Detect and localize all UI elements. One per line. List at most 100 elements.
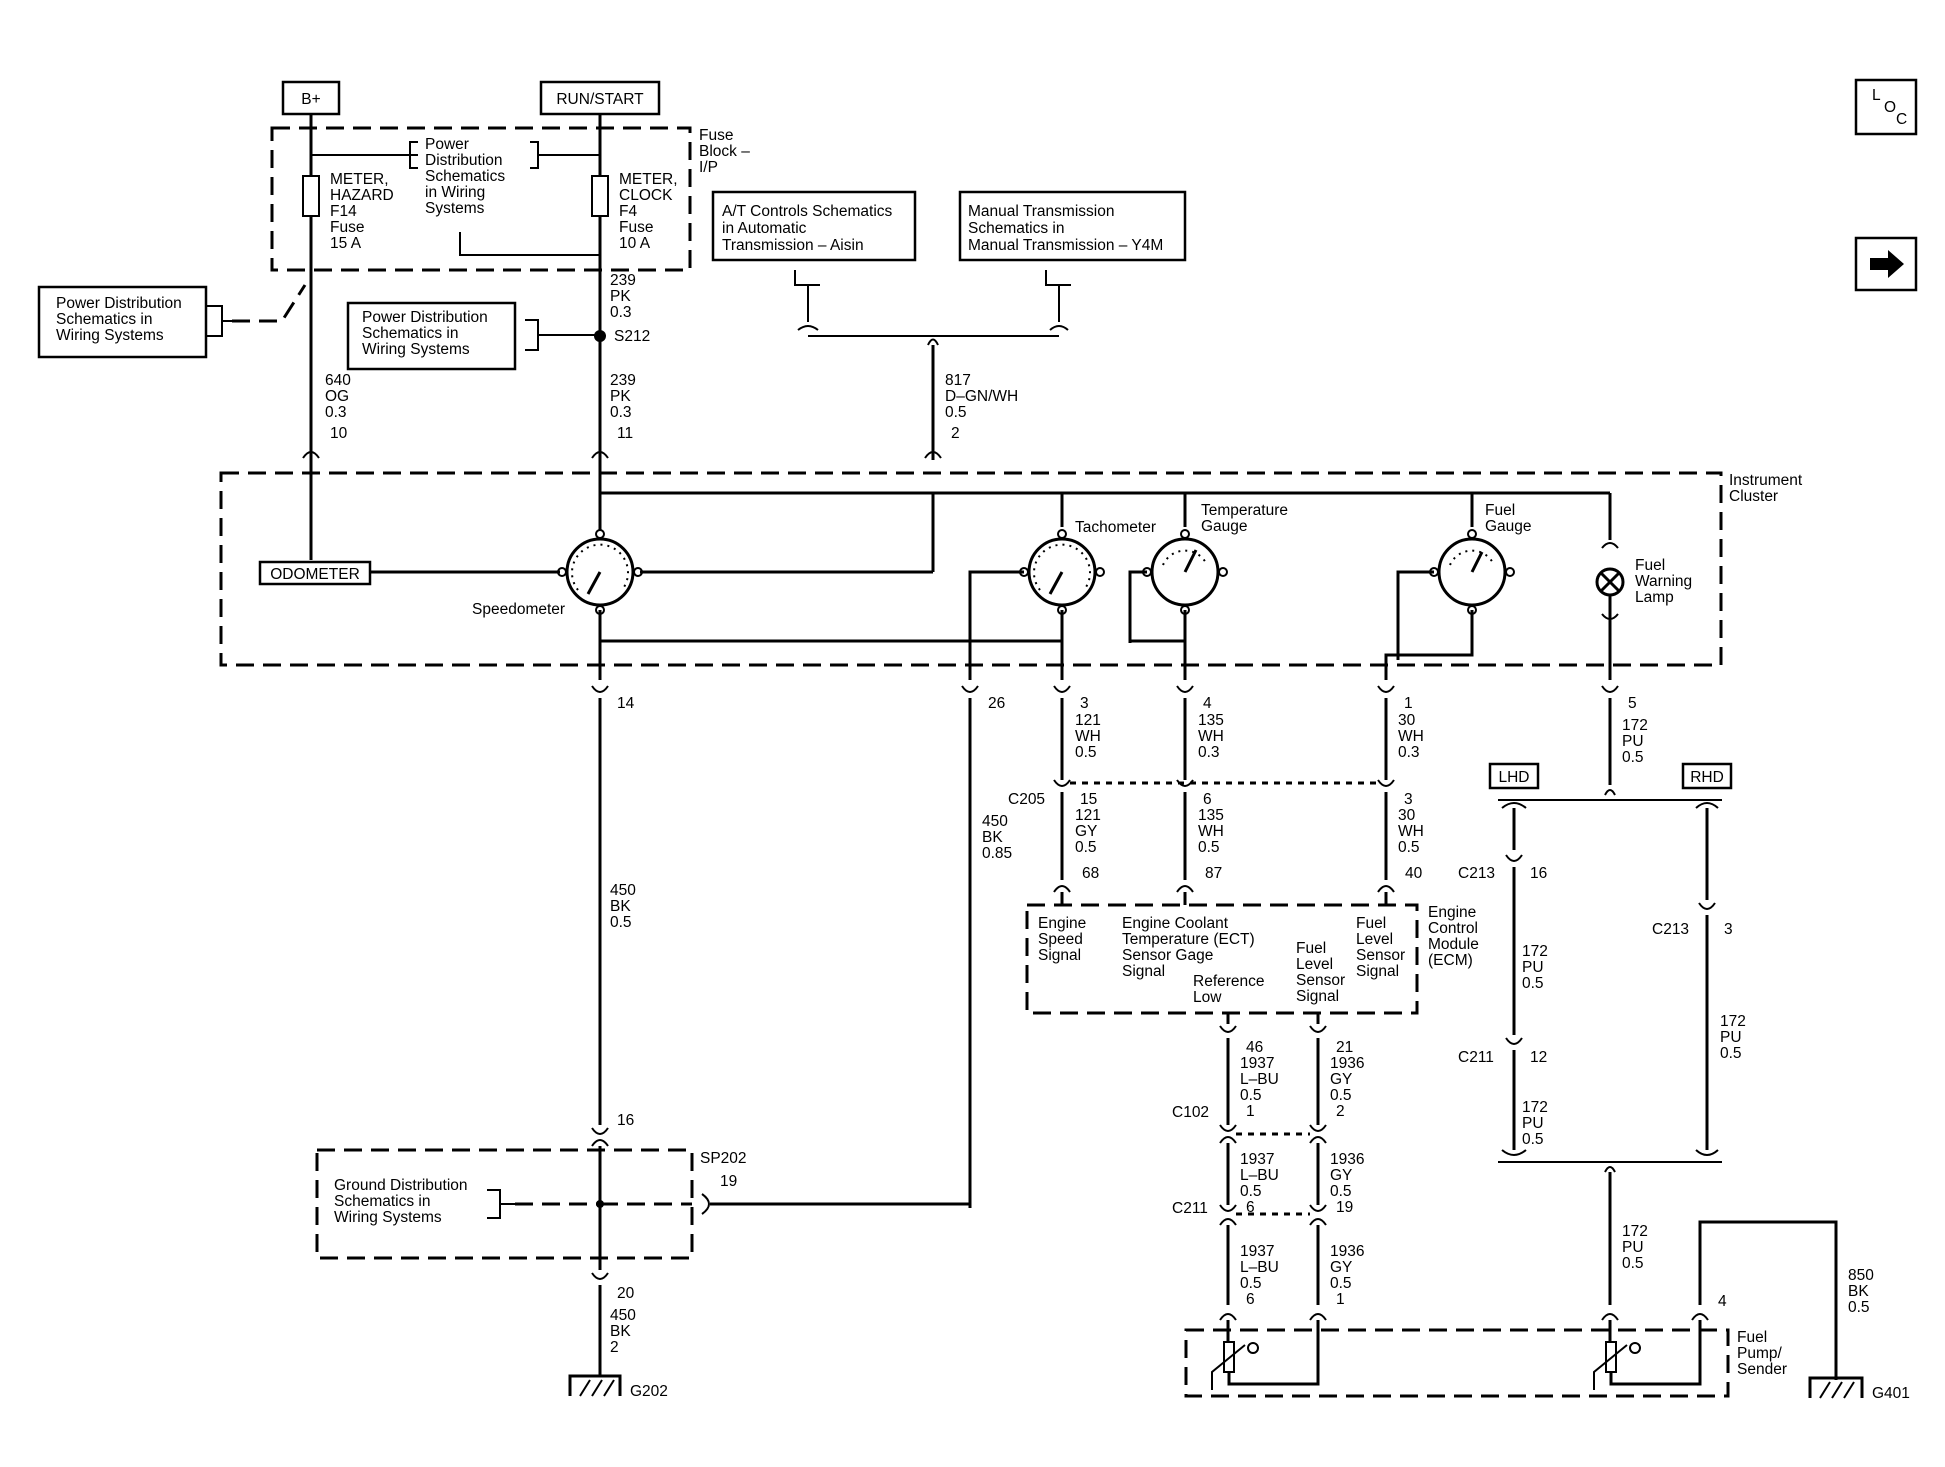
manual-trans-reference[interactable]: Manual Transmission Schematics in Manual…	[958, 190, 1187, 262]
loc-button[interactable]: L O C	[1854, 78, 1918, 136]
svg-text:PU: PU	[1522, 1115, 1544, 1132]
tachometer-label: Tachometer	[1075, 519, 1156, 536]
pin-87: 87	[1205, 865, 1222, 882]
svg-text:PU: PU	[1720, 1029, 1742, 1046]
svg-text:Level: Level	[1356, 931, 1393, 948]
pds-mid-reference[interactable]: Power Distribution Schematics in Wiring …	[346, 301, 517, 371]
pin-68: 68	[1082, 865, 1099, 882]
pin-3: 3	[1080, 695, 1089, 712]
ground-g401-icon	[1808, 1376, 1864, 1399]
fuel-gauge-label: Fuel Gauge	[1485, 502, 1532, 535]
svg-text:Schematics in: Schematics in	[56, 311, 152, 328]
svg-text:172: 172	[1522, 1099, 1548, 1116]
pin-40: 40	[1405, 865, 1423, 882]
svg-text:Schematics in: Schematics in	[362, 325, 458, 342]
svg-text:BK: BK	[982, 829, 1003, 846]
pin-19-c211: 19	[1336, 1199, 1353, 1216]
at-controls-reference[interactable]: A/T Controls Schematics in Automatic Tra…	[711, 190, 917, 262]
fuse-f14-label: METER, HAZARD F14 Fuse 15 A	[330, 171, 394, 252]
wire-30-bottom-label: 30 WH 0.5	[1398, 807, 1424, 856]
svg-text:O: O	[1884, 99, 1896, 116]
rhd-option-badge: RHD	[1681, 762, 1733, 790]
svg-text:0.5: 0.5	[1075, 839, 1097, 856]
pin-1-c102: 1	[1246, 1103, 1255, 1120]
svg-text:2: 2	[610, 1339, 619, 1356]
svg-text:Level: Level	[1296, 956, 1333, 973]
odometer: ODOMETER	[258, 560, 372, 586]
connector-sp202: SP202	[700, 1150, 747, 1167]
svg-text:Instrument: Instrument	[1729, 472, 1803, 489]
svg-text:Fuse: Fuse	[619, 219, 653, 236]
fuel-pump-sender-outline	[1184, 1328, 1730, 1398]
svg-text:BK: BK	[610, 1323, 631, 1340]
svg-text:850: 850	[1848, 1267, 1874, 1284]
svg-text:Distribution: Distribution	[425, 152, 503, 169]
ecm-label: Engine Control Module (ECM)	[1428, 904, 1479, 969]
wire-30-top-label: 30 WH 0.3	[1398, 712, 1424, 761]
svg-text:Fuel: Fuel	[1356, 915, 1386, 932]
svg-text:Gauge: Gauge	[1485, 518, 1532, 535]
svg-text:GY: GY	[1075, 823, 1097, 840]
pin-1: 1	[1404, 695, 1413, 712]
svg-text:Wiring Systems: Wiring Systems	[56, 327, 164, 344]
svg-text:Power: Power	[425, 136, 469, 153]
svg-text:30: 30	[1398, 807, 1416, 824]
svg-text:Gauge: Gauge	[1201, 518, 1248, 535]
wire-121-top-label: 121 WH 0.5	[1075, 712, 1101, 761]
svg-text:L–BU: L–BU	[1240, 1167, 1279, 1184]
fuel-pump-icon	[1593, 1320, 1702, 1390]
svg-text:Engine: Engine	[1038, 915, 1086, 932]
svg-text:1937: 1937	[1240, 1151, 1274, 1168]
svg-text:Power Distribution: Power Distribution	[362, 309, 488, 326]
svg-text:0.5: 0.5	[1398, 839, 1420, 856]
pin-21: 21	[1336, 1039, 1353, 1056]
pin-19: 19	[720, 1173, 737, 1190]
splice-s212	[594, 330, 606, 342]
svg-text:172: 172	[1622, 717, 1648, 734]
svg-text:1936: 1936	[1330, 1055, 1364, 1072]
connector-c213-rhd: C213	[1652, 921, 1689, 938]
svg-text:Lamp: Lamp	[1635, 589, 1674, 606]
pin-6: 6	[1203, 791, 1212, 808]
svg-text:Reference: Reference	[1193, 973, 1265, 990]
svg-text:Power Distribution: Power Distribution	[56, 295, 182, 312]
svg-text:Signal: Signal	[1356, 963, 1399, 980]
connector-c102: C102	[1172, 1104, 1209, 1121]
pin-3-c205: 3	[1404, 791, 1413, 808]
ground-g202-icon	[568, 1374, 622, 1397]
wire-239-bottom-label: 239 PK 0.3	[610, 372, 636, 421]
pds-left-reference[interactable]: Power Distribution Schematics in Wiring …	[37, 285, 208, 359]
fuse-f4-icon	[591, 175, 609, 217]
wire-1936-c-label: 1936 GY 0.5	[1330, 1243, 1364, 1292]
bplus-source: B+	[281, 80, 341, 116]
next-page-button[interactable]	[1854, 236, 1918, 292]
svg-text:BK: BK	[1848, 1283, 1869, 1300]
temperature-gauge-icon	[1142, 529, 1228, 615]
instrument-cluster-label: Instrument Cluster	[1729, 472, 1803, 505]
ground-dist-reference[interactable]: Ground Distribution Schematics in Wiring…	[334, 1177, 468, 1226]
svg-text:WH: WH	[1075, 728, 1101, 745]
wire-135-top-label: 135 WH 0.3	[1198, 712, 1224, 761]
svg-text:0.5: 0.5	[1622, 1255, 1644, 1272]
svg-text:Systems: Systems	[425, 200, 485, 217]
svg-text:172: 172	[1720, 1013, 1746, 1030]
svg-text:121: 121	[1075, 712, 1101, 729]
svg-text:135: 135	[1198, 807, 1224, 824]
svg-text:0.5: 0.5	[945, 404, 967, 421]
runstart-source: RUN/START	[539, 80, 661, 116]
pin-26: 26	[988, 695, 1005, 712]
pin-11: 11	[617, 425, 633, 442]
svg-text:GY: GY	[1330, 1071, 1352, 1088]
pin-3-rhd: 3	[1724, 921, 1733, 938]
svg-text:Wiring Systems: Wiring Systems	[362, 341, 470, 358]
connector-c211-lower: C211	[1172, 1200, 1208, 1217]
svg-text:Pump/: Pump/	[1737, 1345, 1782, 1362]
svg-text:0.5: 0.5	[1522, 975, 1544, 992]
ecm-reference-low-label: Reference Low	[1193, 973, 1265, 1006]
svg-text:135: 135	[1198, 712, 1224, 729]
wire-135-bottom-label: 135 WH 0.5	[1198, 807, 1224, 856]
svg-text:450: 450	[610, 1307, 636, 1324]
svg-text:C: C	[1896, 111, 1907, 128]
svg-text:ODOMETER: ODOMETER	[270, 566, 360, 583]
wire-172-pump-label: 172 PU 0.5	[1622, 1223, 1648, 1272]
